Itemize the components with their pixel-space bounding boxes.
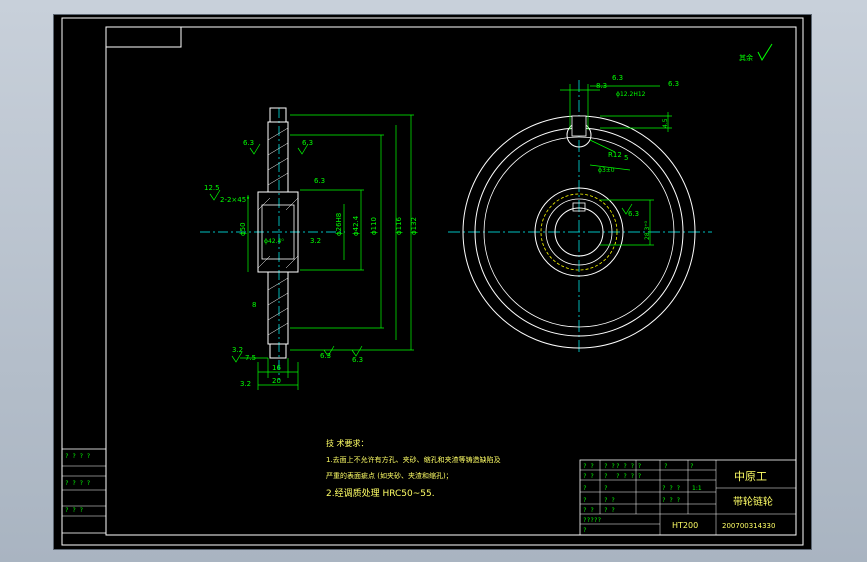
- tb-cell-18: ?: [583, 527, 587, 534]
- right-dim-phi3: ϕ3±0: [598, 167, 615, 174]
- dim-phi132: ϕ132: [410, 217, 418, 235]
- tb-cell-4: ?: [664, 463, 668, 470]
- right-dim-6-3-a: 6.3: [612, 74, 623, 82]
- revision-row-2: ? ? ? ?: [65, 480, 91, 487]
- tech-heading: 技 术要求：: [326, 438, 369, 448]
- right-dim-6-3-c: 6.3: [628, 210, 639, 218]
- tb-cell-17: ? ?: [604, 507, 615, 514]
- dim-phi26: ϕ26H8: [335, 213, 343, 236]
- tech-line-2: 2.经调质处理 HRC50~55.: [326, 487, 435, 499]
- dim-phi116: ϕ116: [395, 216, 403, 235]
- title-block: ? ? ? ? ? ? ? ? ? ? ? ? ? ? ? ? ? ? ????…: [579, 459, 797, 536]
- dim-7-5: 7.5: [245, 354, 256, 362]
- tb-cell-6: ? ?: [583, 473, 594, 480]
- tb-cell-13: ? ? ?: [662, 497, 680, 504]
- revision-row-1: ? ? ? ?: [65, 453, 91, 460]
- hub-label: ϕ42.4⁰: [264, 238, 284, 245]
- tech-requirements: 技 术要求： 1.去面上不允许有方孔、夹砂、缩孔和夹渣等铸造缺陷及 严重的表面疵…: [326, 438, 501, 499]
- roughness-2: 6.3: [302, 139, 313, 147]
- tb-cell-10: ?????: [583, 517, 601, 524]
- tb-cell-12: ? ? ?: [662, 485, 680, 492]
- drawing-number: 200700314330: [722, 522, 775, 530]
- dim-16: 16: [272, 364, 281, 372]
- roughness-symbol-icon: [757, 43, 773, 62]
- revision-block: ? ? ? ? ? ? ? ? ? ? ?: [61, 448, 107, 534]
- right-front-view: 6.3 8.3 6.3 ϕ12.2H12 4.5 R12 5 ϕ3±0 28.3…: [448, 74, 712, 355]
- roughness-8: 6.3: [320, 352, 331, 360]
- scale-value: 1:1: [692, 485, 702, 492]
- tech-line-1b: 严重的表面疵点 (如夹砂、夹渣和缩孔)；: [326, 471, 453, 480]
- roughness-5: 3.2: [310, 237, 321, 245]
- tb-cell-16: ? ?: [583, 507, 594, 514]
- dim-phi50: ϕ50: [239, 222, 247, 236]
- roughness-general-label: 其余: [739, 53, 753, 62]
- chamfer-note: 2-2×45°: [220, 196, 250, 204]
- tb-cell-2: ? ?: [604, 463, 615, 470]
- tb-cell-15: ? ?: [604, 497, 615, 504]
- corner-stamp-box: [105, 26, 182, 48]
- tb-cell-8: ? ? ? ?: [616, 473, 642, 480]
- tech-line-1: 1.去面上不允许有方孔、夹砂、缩孔和夹渣等铸造缺陷及: [326, 455, 501, 464]
- tb-cell-1: ? ?: [583, 463, 594, 470]
- right-dim-8-3: 8.3: [596, 82, 607, 90]
- roughness-3: 6.3: [314, 177, 325, 185]
- school-name: 中原工: [734, 470, 767, 483]
- right-dim-6-3-b: 6.3: [668, 80, 679, 88]
- dim-phi42: ϕ42.4: [352, 215, 360, 236]
- right-dim-phi12: ϕ12.2H12: [616, 91, 646, 98]
- inner-frame: [105, 26, 797, 536]
- roughness-9: 6.3: [352, 356, 363, 364]
- right-dim-4-5: 4.5: [662, 118, 669, 128]
- revision-row-3: ? ? ?: [65, 507, 83, 514]
- dim-20: 20: [272, 377, 281, 385]
- roughness-6: 3.2: [232, 346, 243, 354]
- roughness-7: 3.2: [240, 380, 251, 388]
- material-label: HT200: [672, 521, 698, 530]
- tb-cell-9: ?: [583, 485, 587, 492]
- right-dim-28-3: 28.3⁺⁰: [644, 220, 651, 240]
- tb-cell-5: ?: [690, 463, 694, 470]
- left-section-view: ϕ132 ϕ116 ϕ110 ϕ42.4 ϕ26H8 ϕ50 2-2×45° ϕ…: [200, 107, 418, 390]
- roughness-symbol-right-icon: [621, 203, 633, 215]
- dim-phi110: ϕ110: [370, 217, 378, 235]
- tb-cell-7: ?: [604, 473, 608, 480]
- roughness-4: 12.5: [204, 184, 220, 192]
- tb-cell-3: ? ? ? ?: [616, 463, 642, 470]
- tb-cell-14: ?: [583, 497, 587, 504]
- right-dim-5: 5: [624, 154, 628, 162]
- right-dim-r12: R12: [608, 151, 622, 159]
- roughness-1: 6.3: [243, 139, 254, 147]
- dim-8: 8: [252, 301, 256, 309]
- outer-border: [61, 17, 804, 546]
- tb-cell-11: ?: [604, 485, 608, 492]
- part-name: 带轮链轮: [733, 495, 773, 508]
